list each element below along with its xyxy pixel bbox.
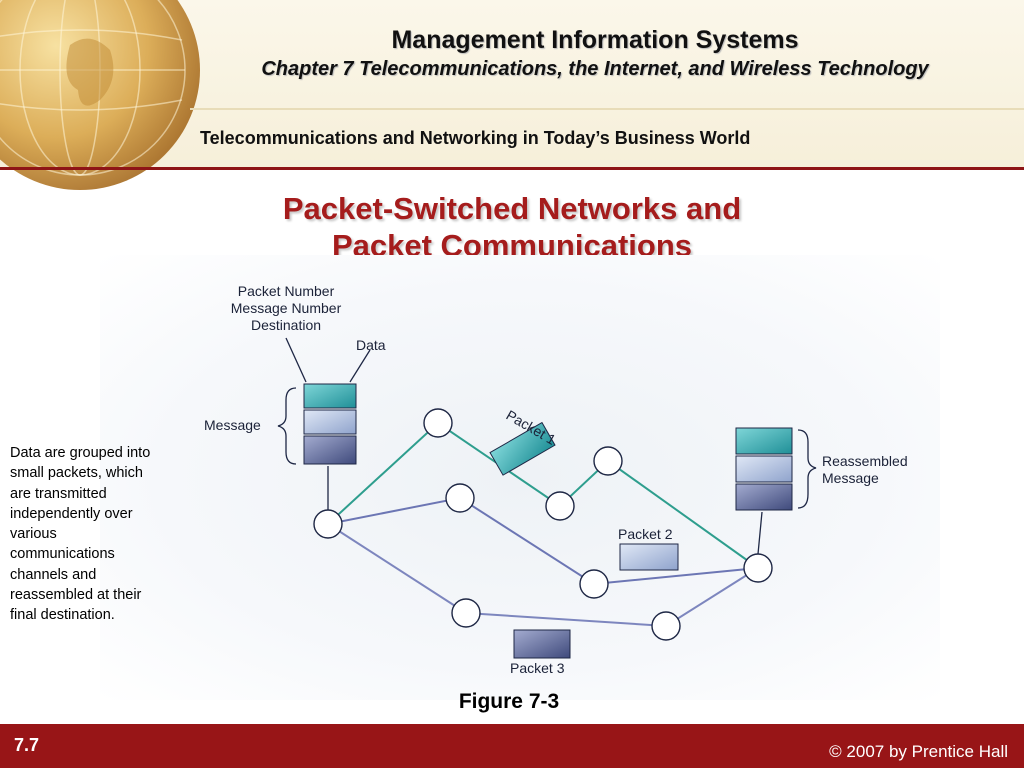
receiver-connector xyxy=(757,511,763,555)
slide-title: Packet-Switched Networks and Packet Comm… xyxy=(0,190,1024,264)
header-divider xyxy=(190,108,1024,110)
message-stack xyxy=(303,383,357,465)
router-node-c xyxy=(545,491,575,521)
router-node-g xyxy=(651,611,681,641)
header-field-destination: Destination xyxy=(251,317,321,333)
header-bottom-rule xyxy=(0,167,1024,170)
router-node-e xyxy=(579,569,609,599)
figure-caption: Figure 7-3 xyxy=(458,690,560,713)
side-note: Data are grouped into small packets, whi… xyxy=(10,445,151,624)
receiver-node xyxy=(743,553,773,583)
globe-icon xyxy=(0,0,186,176)
router-node-f xyxy=(451,598,481,628)
header-field-message-number: Message Number xyxy=(231,300,342,316)
slide-title-line1: Packet-Switched Networks and xyxy=(282,191,742,226)
packet2-label: Packet 2 xyxy=(618,526,673,542)
reassembled-label-line1: Reassembled xyxy=(822,453,908,469)
data-label: Data xyxy=(356,337,386,353)
data-pointer xyxy=(349,349,371,383)
copyright-text: © 2007 by Prentice Hall xyxy=(829,742,1008,761)
packet3-label: Packet 3 xyxy=(510,660,565,676)
figure-background xyxy=(100,255,940,700)
reassembled-stack xyxy=(735,427,793,511)
slide-footer: 7.7 © 2007 by Prentice Hall xyxy=(0,724,1024,768)
message-label: Message xyxy=(204,417,261,433)
reassembled-label-line2: Message xyxy=(822,470,879,486)
packet3-block xyxy=(513,629,571,659)
section-title: Telecommunications and Networking in Tod… xyxy=(200,128,751,148)
header-field-packet-number: Packet Number xyxy=(238,283,335,299)
message-bracket xyxy=(277,387,297,465)
router-node-a xyxy=(423,408,453,438)
slide-header: Management Information Systems Chapter 7… xyxy=(0,0,1024,190)
header-pointer xyxy=(285,337,307,383)
packet2-block xyxy=(619,543,679,571)
route-packet3 xyxy=(327,523,759,628)
sender-node xyxy=(313,509,343,539)
chapter-title: Chapter 7 Telecommunications, the Intern… xyxy=(261,58,929,80)
reassembled-bracket xyxy=(797,429,817,509)
packet1-block xyxy=(489,421,556,476)
packet-switching-diagram: Packet Number Message Number Destination… xyxy=(204,283,908,676)
course-title: Management Information Systems xyxy=(391,26,799,54)
slide-number: 7.7 xyxy=(14,735,40,755)
router-node-d xyxy=(593,446,623,476)
router-node-b xyxy=(445,483,475,513)
route-packet2 xyxy=(327,496,759,586)
